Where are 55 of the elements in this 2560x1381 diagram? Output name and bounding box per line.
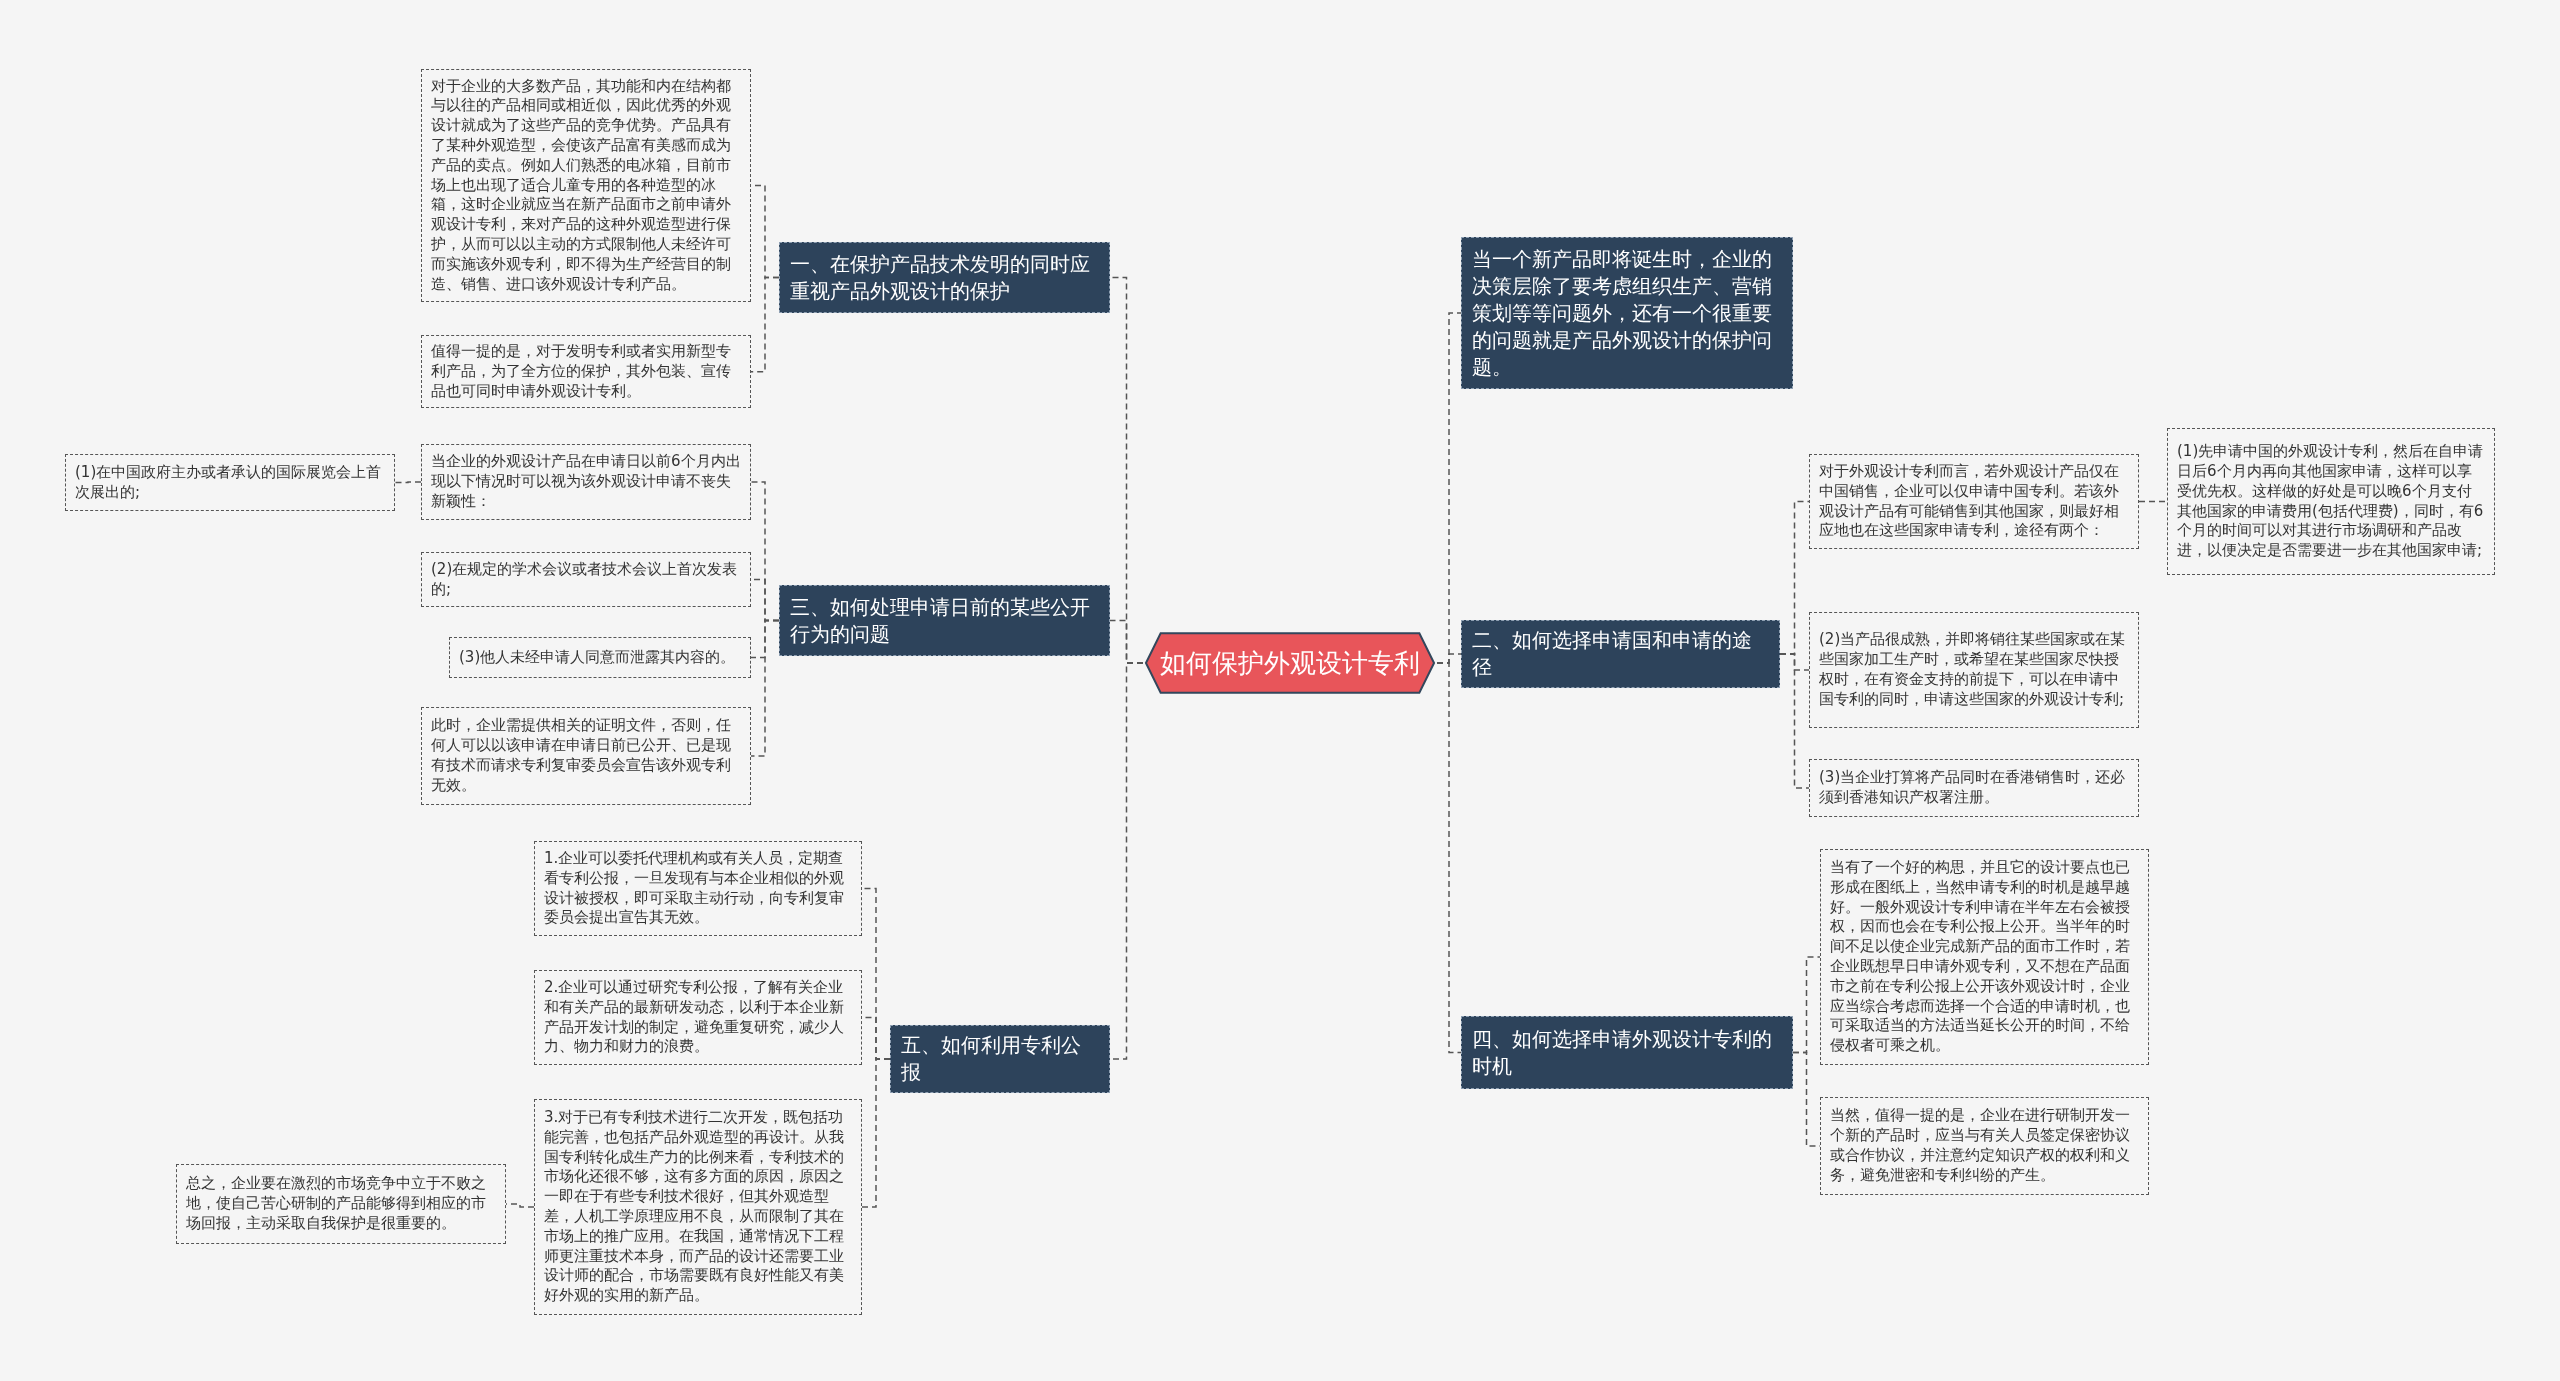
connector bbox=[750, 276, 780, 373]
note-box bbox=[449, 637, 751, 678]
topic-box bbox=[1461, 237, 1793, 389]
note-box bbox=[1809, 454, 2139, 549]
connector bbox=[1779, 653, 1810, 789]
topic-text: 三、如何处理申请日前的某些公开行为的问题 bbox=[790, 593, 1091, 648]
note-text: (3)当企业打算将产品同时在香港销售时，还必须到香港知识产权署注册。 bbox=[1819, 768, 2127, 808]
note-text: 对于企业的大多数产品，其功能和内在结构都与以往的产品相同或相近似，因此优秀的外观设计就成为了这些产品的竞争优势。产品具有了某种外观造型，会使该产品富有美感而成为产品的卖点。例如人们熟悉的电冰箱，目前市场上也出现了适合儿童专用的各种造型的冰箱，这时企业就应当在新产品面市之前申请外观设计专利，来对产品的这种外观造型进行保护，从而可以以主动的方式限制他人未经许可而实施该外观专利，即不得为生产经营目的制造、销售、进口该外观设计专利产品。 bbox=[431, 76, 732, 295]
connector bbox=[1436, 662, 1462, 1054]
topic-box bbox=[779, 585, 1110, 656]
note-box bbox=[534, 970, 862, 1065]
note-text: 总之，企业要在激烈的市场竞争中立于不败之地，使自己苦心研制的产品能够得到相应的市场回报，主动采取自我保护是很重要的。 bbox=[186, 1174, 487, 1234]
note-text: 3.对于已有专利技术进行二次开发，既包括功能完善，也包括产品外观造型的再设计。从我国专利转化成生产力的比例来看，专利技术的市场化还很不够，这有多方面的原因，原因之一即在于有些专利技术很好，但其外观造型差，人机工学原理应用不良，从而限制了其在市场上的推广应用。在我国，通常情况下工程师更注重技术本身，而产品的设计还需要工业设计师的配合，市场需要既有良好性能又有美好外观的实用的新产品。 bbox=[544, 1108, 845, 1306]
note-text: (2)当产品很成熟，并即将销往某些国家或在某些国家加工生产时，或希望在某些国家尽快授权时，在有资金支持的前提下，可以在申请中国专利的同时，申请这些国家的外观设计专利; bbox=[1819, 630, 2127, 710]
note-text: 当企业的外观设计产品在申请日以前6个月内出现以下情况时可以视为该外观设计申请不丧失新颖性： bbox=[431, 452, 741, 512]
note-text: (1)在中国政府主办或者承认的国际展览会上首次展出的; bbox=[75, 462, 383, 503]
note-text: 2.企业可以通过研究专利公报，了解有关企业和有关产品的最新研发动态，以利于本企业新产品开发计划的制定，避免重复研究，减少人力、物力和财力的浪费。 bbox=[544, 977, 845, 1058]
note-box bbox=[176, 1164, 506, 1244]
note-text: 当然，值得一提的是，企业在进行研制开发一个新的产品时，应当与有关人员签定保密协议或合作协议，并注意约定知识产权的权利和义务，避免泄密和专利纠纷的产生。 bbox=[1830, 1106, 2131, 1186]
note-box bbox=[421, 444, 751, 520]
note-text: 当有了一个好的构思，并且它的设计要点也已形成在图纸上，当然申请专利的时机是越早越好。一般外观设计专利申请在半年左右会被授权，因而也会在专利公报上公开。当半年的时间不足以使企业完成新产品的面市工作时，若企业既想早日申请外观专利，又不想在产品面市之前在专利公报上公开该外观设计时，企业应当综合考虑而选择一个合适的申请时机，也可采取适当的方法适当延长公开的时间，不给侵权者可乘之机。 bbox=[1830, 858, 2131, 1056]
topic-text: 当一个新产品即将诞生时，企业的决策层除了要考虑组织生产、营销策划等等问题外，还有一个很重要的问题就是产品外观设计的保护问题。 bbox=[1472, 245, 1773, 381]
topic-box bbox=[779, 242, 1110, 313]
connector bbox=[505, 1203, 535, 1208]
topic-text: 五、如何利用专利公报 bbox=[901, 1032, 1082, 1086]
note-text: (2)在规定的学术会议或者技术会议上首次发表的; bbox=[431, 559, 739, 600]
note-text: 此时，企业需提供相关的证明文件，否则，任何人可以以该申请在申请日前已公开、已是现有技术而请求专利复审委员会宣告该外观专利无效。 bbox=[431, 716, 732, 796]
topic-box bbox=[890, 1025, 1110, 1093]
note-text: 1.企业可以委托代理机构或有关人员，定期查看专利公报，一旦发现有与本企业相似的外观设计被授权，即可采取主动行动，向专利复审委员会提出宣告其无效。 bbox=[544, 848, 845, 929]
note-box bbox=[421, 335, 751, 409]
note-box bbox=[421, 552, 751, 607]
topic-text: 一、在保护产品技术发明的同时应重视产品外观设计的保护 bbox=[790, 250, 1091, 305]
note-box bbox=[534, 841, 862, 936]
topic-box bbox=[1461, 620, 1780, 688]
topic-box bbox=[1461, 1016, 1793, 1089]
note-box bbox=[2167, 428, 2495, 575]
connector bbox=[750, 619, 780, 757]
connector bbox=[2138, 500, 2168, 503]
note-text: (3)他人未经申请人同意而泄露其内容的。 bbox=[459, 647, 736, 668]
note-box bbox=[534, 1099, 862, 1315]
topic-text: 四、如何选择申请外观设计专利的时机 bbox=[1472, 1025, 1773, 1080]
central-topic bbox=[1143, 632, 1437, 694]
note-text: 值得一提的是，对于发明专利或者实用新型专利产品，为了全方位的保护，其外包装、宣传品也可同时申请外观设计专利。 bbox=[431, 342, 732, 402]
note-box bbox=[421, 707, 751, 805]
note-text: 对于外观设计专利而言，若外观设计产品仅在中国销售，企业可以仅申请中国专利。若该外观设计产品有可能销售到其他国家，则最好相应地也在这些国家申请专利，途径有两个： bbox=[1819, 461, 2120, 542]
note-text: (1)先申请中国的外观设计专利，然后在自申请日后6个月内再向其他国家申请，这样可以享受优先权。这样做的好处是可以晚6个月支付其他国家的申请费用(包括代理费)，同时，有6个月的时间可以对其进行市场调研和产品改进，以便决定是否需要进一步在其他国家申请; bbox=[2177, 442, 2485, 561]
connector bbox=[394, 481, 422, 484]
connector bbox=[861, 1058, 891, 1208]
topic-text: 二、如何选择申请国和申请的途径 bbox=[1472, 627, 1753, 681]
topic-text: 如何保护外观设计专利 bbox=[1160, 646, 1420, 680]
note-box bbox=[1820, 849, 2149, 1065]
note-box bbox=[65, 454, 395, 511]
note-box bbox=[1809, 612, 2139, 728]
note-box bbox=[1820, 1097, 2149, 1195]
note-box bbox=[1809, 759, 2139, 817]
